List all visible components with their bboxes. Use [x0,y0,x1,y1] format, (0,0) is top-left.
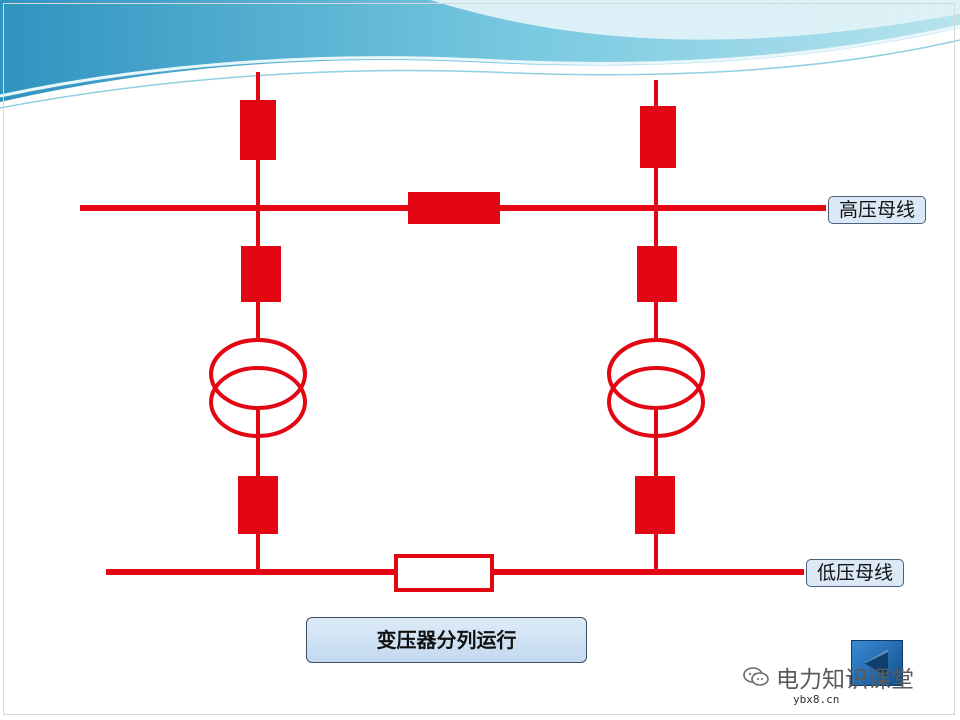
diagram-caption: 变压器分列运行 [306,617,587,663]
lv-bus-tie-breaker-open [394,554,494,592]
right-transformer [607,338,705,438]
wechat-icon [743,667,769,686]
triangle-left-icon [864,649,888,677]
left-incoming-breaker [240,100,276,160]
watermark: 电力知识课堂 [742,660,914,694]
watermark-site: ybx8.cn [793,693,840,706]
left-hv-breaker [241,246,281,302]
circuit-diagram [80,72,826,575]
right-hv-breaker [637,246,677,302]
lv-bus-label: 低压母线 [806,559,905,587]
watermark-text: 电力知识课堂 [776,667,914,693]
left-lv-breaker [238,476,278,534]
hv-bus-label: 高压母线 [828,196,927,224]
right-lv-breaker [635,476,675,534]
hv-bus-tie-breaker [408,192,500,224]
left-transformer [209,338,307,438]
header-wave [0,0,960,109]
right-incoming-breaker [640,106,676,168]
previous-slide-button[interactable] [851,640,903,686]
